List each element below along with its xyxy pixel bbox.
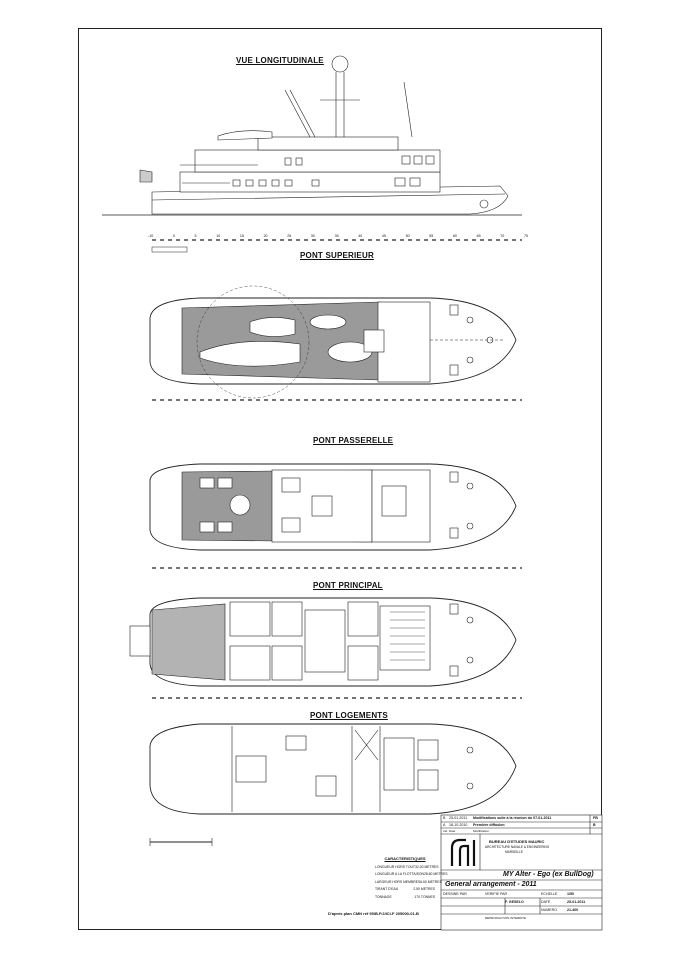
lower-deck-plan (149, 723, 517, 815)
scale-label: 60 (452, 234, 457, 238)
title-block: B 25-01-2011 Modifications suite à la ré… (441, 815, 602, 930)
scale-label: 55 (429, 234, 434, 238)
rev-header-ind: Ind. (443, 829, 449, 833)
mauric-logo (450, 838, 476, 866)
scale-label: 5 (194, 234, 197, 238)
date-value: 25-01-2011 (567, 900, 586, 904)
number-value: 21-400 (567, 908, 579, 912)
project-name: MY Alter - Ego (ex BullDog) (503, 871, 594, 878)
scale-label: 0 (172, 234, 175, 238)
scale-label: 30 (310, 234, 315, 238)
drawn-by: F. GESELO (505, 900, 524, 904)
scale-value: 1/50 (567, 892, 574, 896)
view-title-main-deck: PONT PRINCIPAL (313, 581, 383, 590)
spec-label: TONNAGE (375, 894, 392, 899)
drawing-title: General arrangement - 2011 (445, 881, 537, 888)
rev-a-index: A (443, 823, 446, 827)
scale-label: 45 (381, 234, 386, 238)
title-block-frame (440, 814, 603, 931)
spec-label: LONGUEUR A LA FLOTTAISON (375, 872, 424, 876)
spec-value: 32.00 METRES (415, 864, 439, 869)
number-label: NUMERO (541, 908, 557, 912)
scale-label: 65 (476, 234, 481, 238)
source-footnote: D'après plan CMN réf 95/B.P.2/ICI-F 2050… (328, 911, 419, 916)
bureau-subtitle: ARCHITECTURE NAVALE & ENGINEERING (485, 845, 550, 849)
scale-label: 20 (263, 234, 268, 238)
spec-value: 6.60 METRES (420, 879, 442, 884)
scale-label: 10 (216, 234, 221, 238)
bridge-deck-plan (149, 463, 517, 551)
specs-title: CARACTERISTIQUES (384, 856, 426, 861)
scale-label: 70 (500, 234, 505, 238)
rev-current: B (593, 823, 596, 827)
date-label: DATE (541, 900, 551, 904)
drawn-by-label: DESSINE PAR (443, 892, 467, 896)
spec-row: TONNAGE 170 TONNES (375, 895, 435, 899)
reproduction-notice: REPRODUCTION INTERDITE (485, 916, 527, 920)
scale-label: 40 (358, 234, 363, 238)
rev-a-description: Première diffusion (473, 823, 505, 827)
scale-label: 75 (523, 234, 528, 238)
rev-b-description: Modifications suite à la réunion du 07-0… (473, 816, 552, 820)
scale-label-title: ECHELLE (541, 892, 558, 896)
rev-header-mod: Modification (473, 829, 490, 833)
bureau-name: BUREAU D'ETUDES MAURIC (489, 839, 545, 844)
rev-letter: FB (593, 816, 598, 820)
bureau-city: MARSEILLE (505, 850, 523, 854)
profile-view (102, 55, 522, 216)
view-title-bridge-deck: PONT PASSERELLE (313, 436, 394, 445)
rev-header-date: Date (449, 829, 456, 833)
spec-label: TIRANT D'EAU (375, 887, 399, 891)
spec-value: 2.50 METRES (413, 887, 435, 891)
main-deck-plan (129, 597, 517, 687)
view-title-upper-deck: PONT SUPERIEUR (300, 251, 374, 260)
sheet-border (78, 28, 602, 930)
scale-labels: -10 0 5 10 15 20 25 30 35 40 45 50 55 60… (148, 234, 528, 242)
rev-b-date: 25-01-2011 (449, 816, 468, 820)
rev-b-index: B (443, 816, 446, 820)
scale-bar-5 (149, 838, 213, 846)
spec-value: 170 TONNES (414, 894, 435, 899)
view-title-lower-deck: PONT LOGEMENTS (310, 711, 388, 720)
upper-deck-plan (149, 285, 517, 399)
spec-row: TIRANT D'EAU 2.50 METRES (375, 887, 435, 891)
scale-label: 15 (239, 234, 244, 238)
spec-label: LARGEUR HORS MEMBRES (375, 879, 421, 884)
checked-label: VERIFIE PAR (485, 892, 508, 896)
scale-label: -10 (148, 234, 154, 238)
scale-label: 35 (334, 234, 339, 238)
scale-label: 25 (287, 234, 292, 238)
spec-label: LONGUEUR HORS TOUT (375, 864, 416, 869)
view-title-longitudinal: VUE LONGITUDINALE (236, 56, 324, 65)
rev-a-date: 18-10-2010 (449, 823, 468, 827)
spec-value: 28.60 METRES (423, 872, 448, 876)
scale-label: 50 (405, 234, 410, 238)
